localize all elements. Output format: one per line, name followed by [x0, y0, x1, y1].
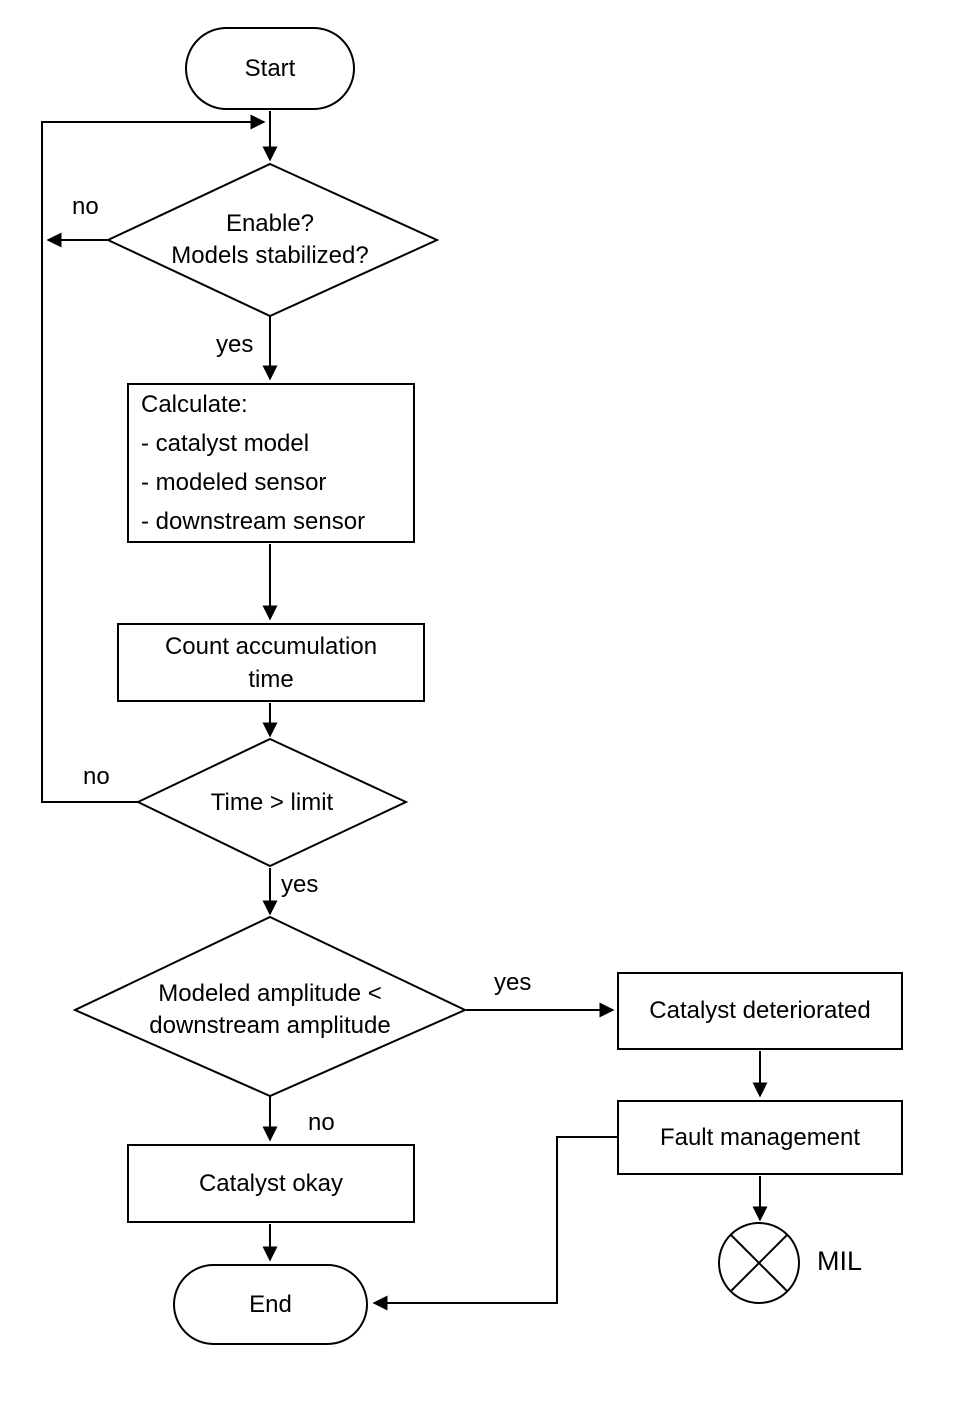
decision-enable-diamond [105, 162, 440, 318]
enable-decision-label: Enable? Models stabilized? [171, 210, 369, 269]
catalyst-okay-box: Catalyst okay [127, 1144, 415, 1223]
end-label: End [249, 1290, 292, 1318]
time-yes-label: yes [281, 871, 319, 898]
amplitude-decision-label: Modeled amplitude < downstream amplitude [149, 980, 391, 1039]
time-decision-label: Time > limit [210, 789, 334, 816]
decision-amplitude-diamond [72, 915, 468, 1098]
count-time-label: Count accumulation time [164, 632, 378, 693]
amplitude-no-label: no [308, 1109, 335, 1136]
amplitude-yes-label: yes [494, 969, 532, 996]
edge-time-no-feedback-loop [41, 114, 266, 803]
mil-lamp-icon [718, 1222, 800, 1304]
time-no-label: no [83, 763, 110, 790]
fault-management-label: Fault management [659, 1123, 861, 1151]
catalyst-okay-label: Catalyst okay [198, 1169, 344, 1197]
start-label: Start [244, 54, 296, 82]
calculate-label: Calculate: - catalyst model - modeled se… [141, 391, 366, 535]
fault-management-box: Fault management [617, 1100, 903, 1175]
end-terminal: End [173, 1264, 368, 1345]
decision-time-diamond [135, 737, 409, 868]
calculate-process-box: Calculate: - catalyst model - modeled se… [127, 383, 415, 543]
start-terminal: Start [185, 27, 355, 110]
count-time-process-box: Count accumulation time [117, 623, 425, 702]
catalyst-deteriorated-box: Catalyst deteriorated [617, 972, 903, 1050]
enable-yes-label: yes [216, 331, 254, 358]
catalyst-deteriorated-label: Catalyst deteriorated [649, 997, 871, 1024]
enable-no-label: no [72, 193, 99, 220]
edge-fault-to-end [372, 1136, 617, 1311]
mil-label: MIL [817, 1246, 863, 1276]
